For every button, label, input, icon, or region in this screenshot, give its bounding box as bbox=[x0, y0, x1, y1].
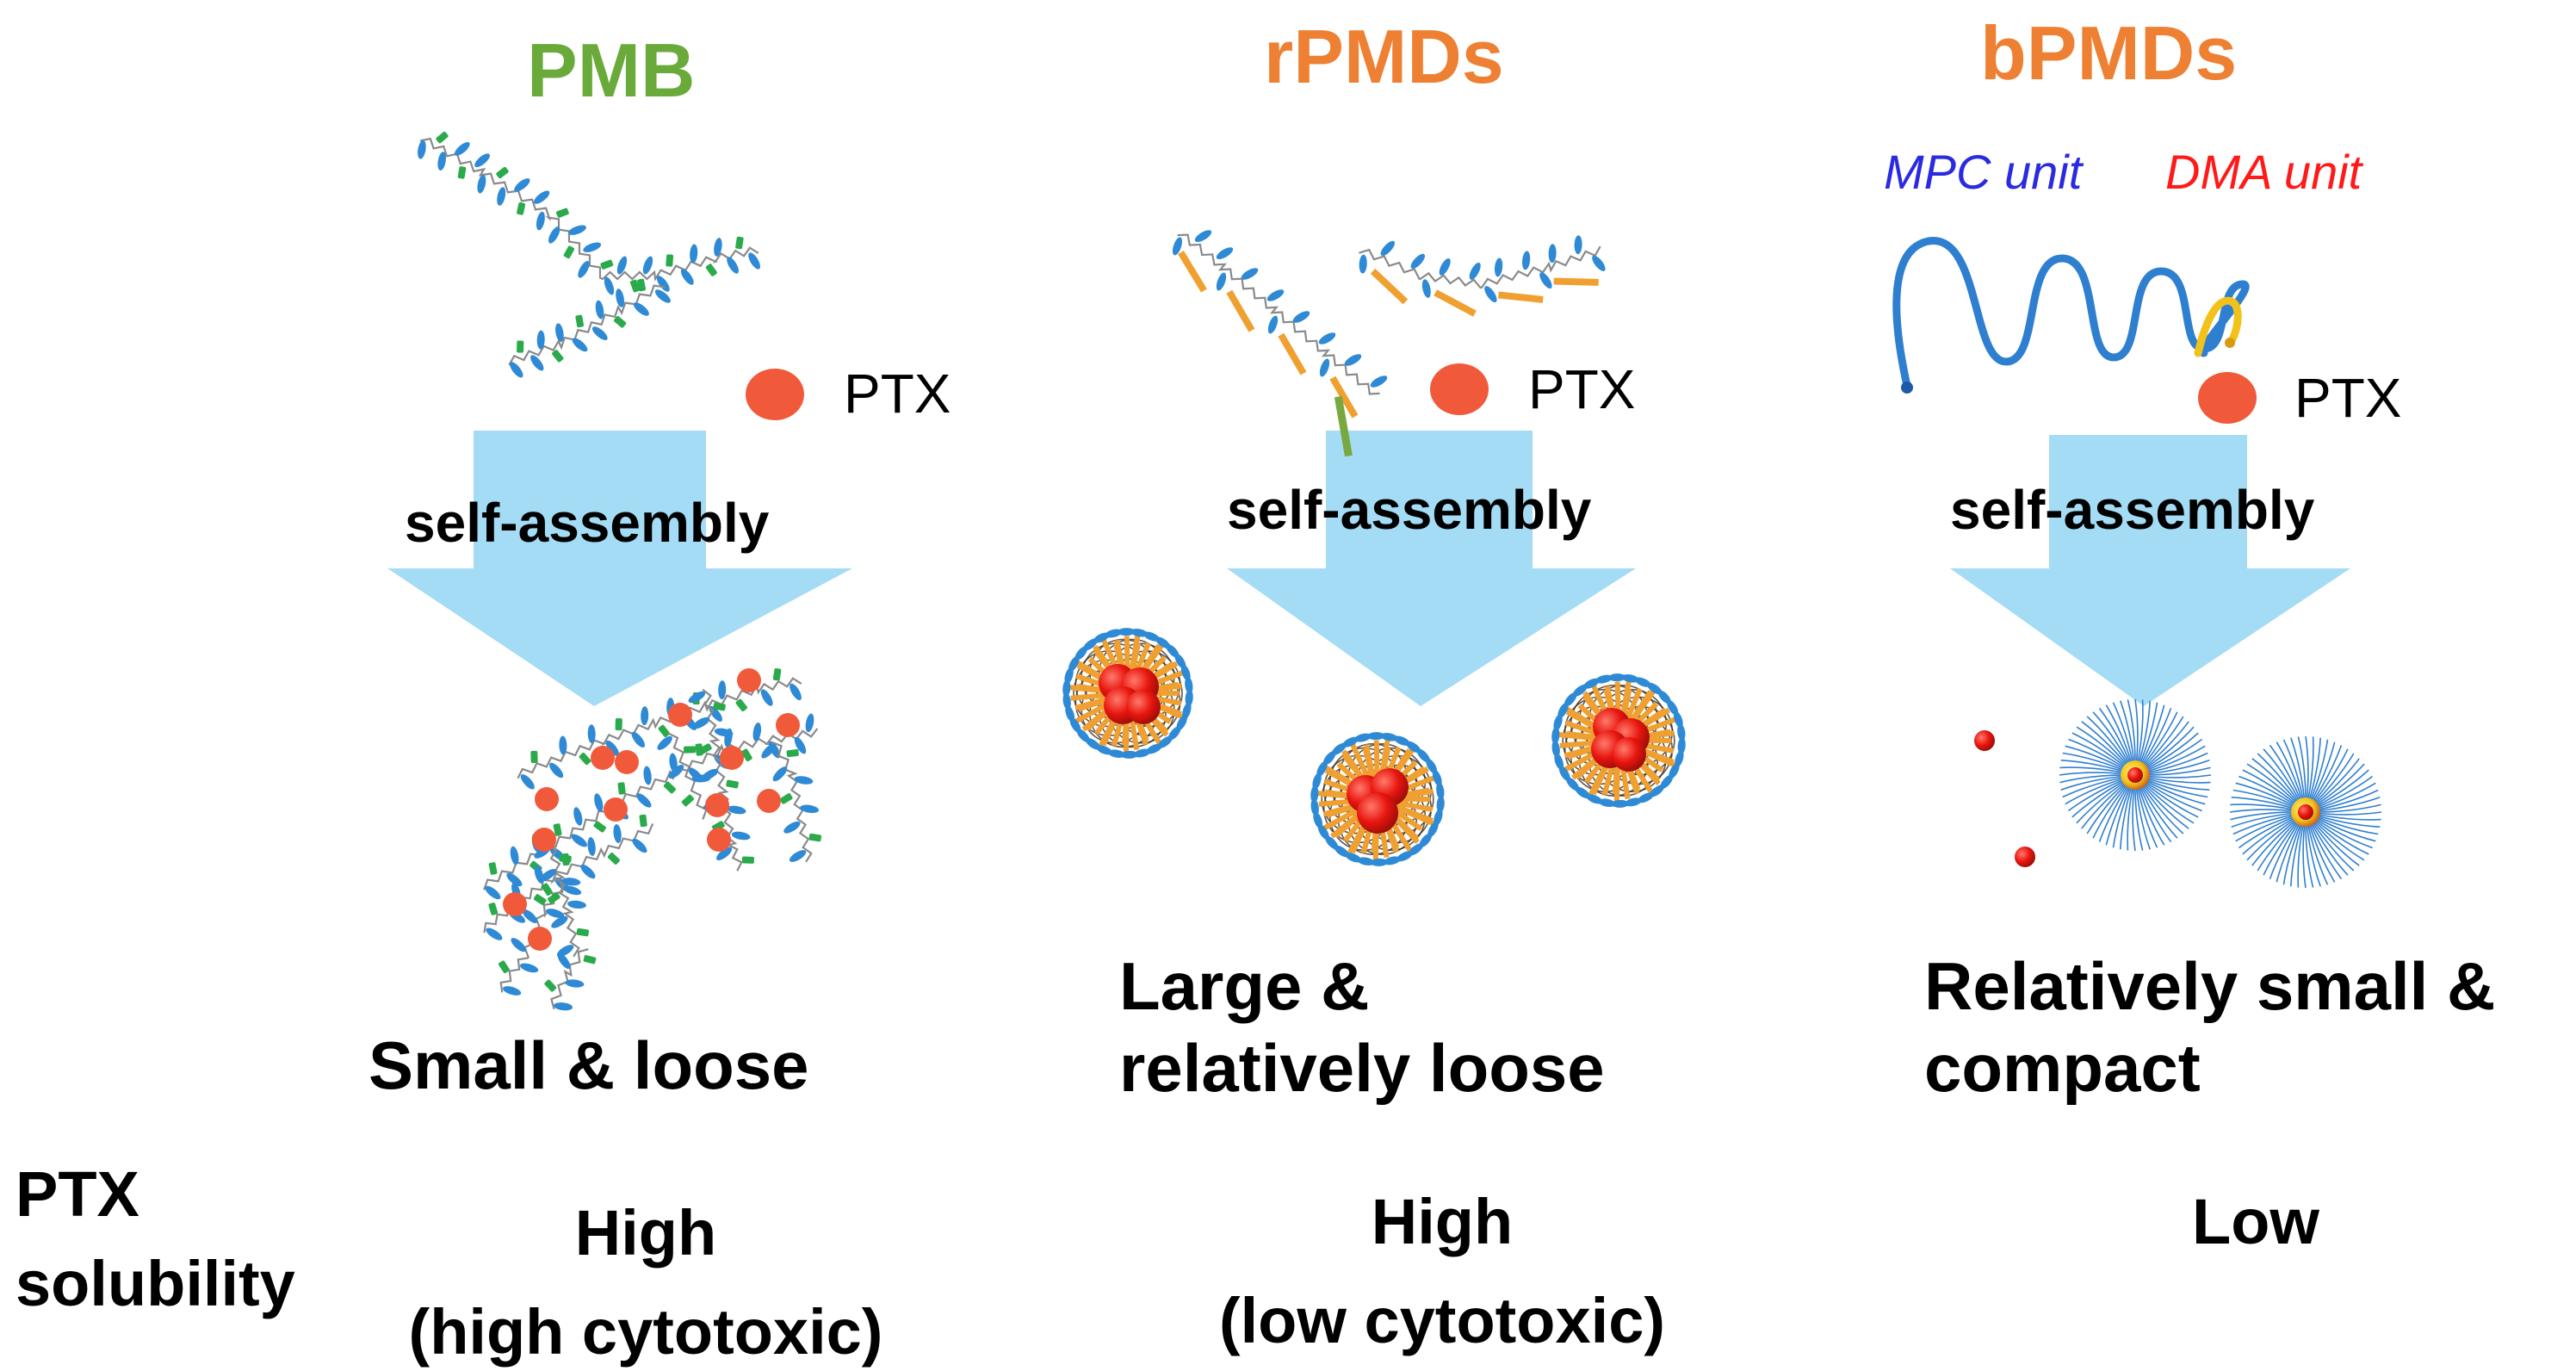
ptx-dot-bpmds bbox=[2198, 372, 2257, 424]
bpmd-micelle bbox=[2059, 698, 2212, 852]
self-assembly-arrow-rpmds bbox=[1227, 431, 1636, 706]
rpmds-polymer-chains bbox=[1170, 227, 1608, 457]
bpmd-micelle bbox=[2229, 735, 2382, 889]
ptx-dot-pmb bbox=[746, 369, 804, 420]
bpmds-micelles bbox=[2059, 698, 2382, 889]
outcome-rpmds: Large & relatively loose bbox=[1119, 946, 1605, 1109]
title-rpmds: rPMDs bbox=[1264, 14, 1504, 99]
ptx-dot-rpmds bbox=[1430, 363, 1489, 415]
solubility-row-label-line2: solubility bbox=[15, 1247, 295, 1319]
self-assembly-label-bpmds: self-assembly bbox=[1950, 479, 2315, 541]
bpmds-chain-end bbox=[1901, 382, 1913, 394]
solubility-row-label: PTX solubility bbox=[15, 1150, 295, 1328]
mpc-unit-label: MPC unit bbox=[1884, 145, 2083, 199]
solubility-bpmds-value: Low bbox=[2192, 1186, 2319, 1257]
bpmds-mpc-block bbox=[1892, 237, 2250, 390]
outcome-rpmds-line2: relatively loose bbox=[1119, 1030, 1605, 1107]
ptx-legend-label-pmb: PTX bbox=[844, 363, 951, 425]
rpmd-micelle bbox=[1310, 732, 1445, 866]
title-bpmds: bPMDs bbox=[1980, 10, 2238, 96]
outcome-bpmds-line1: Relatively small & bbox=[1924, 948, 2496, 1024]
rpmds-micelles bbox=[1062, 628, 1686, 866]
outcome-bpmds-line2: compact bbox=[1924, 1030, 2201, 1107]
solubility-row-label-line1: PTX bbox=[15, 1158, 139, 1230]
self-assembly-label-pmb: self-assembly bbox=[405, 492, 770, 554]
dma-unit-label: DMA unit bbox=[2165, 145, 2362, 199]
bpmds-dma-block bbox=[2194, 296, 2242, 357]
self-assembly-arrow-bpmds bbox=[1950, 435, 2350, 706]
free-ptx-particle bbox=[1974, 730, 1995, 751]
outcome-bpmds: Relatively small & compact bbox=[1924, 946, 2495, 1109]
bpmds-chain-end-dma bbox=[2225, 338, 2235, 348]
solubility-rpmds-note: (low cytotoxic) bbox=[1218, 1284, 1666, 1356]
self-assembly-arrow-pmb bbox=[387, 431, 852, 706]
solubility-pmb: High (high cytotoxic) bbox=[362, 1184, 930, 1371]
pmb-assembly-network bbox=[483, 667, 822, 1012]
rpmd-micelle bbox=[1062, 628, 1193, 759]
solubility-rpmds: High (low cytotoxic) bbox=[1167, 1173, 1718, 1370]
pmb-polymer-chain bbox=[416, 131, 763, 380]
solubility-rpmds-value: High bbox=[1371, 1186, 1514, 1257]
free-ptx-particle bbox=[2015, 847, 2035, 867]
solubility-pmb-note: (high cytotoxic) bbox=[408, 1295, 883, 1368]
self-assembly-label-rpmds: self-assembly bbox=[1227, 479, 1592, 541]
outcome-pmb: Small & loose bbox=[368, 1027, 809, 1103]
solubility-bpmds: Low bbox=[2144, 1173, 2368, 1272]
rpmd-micelle bbox=[1551, 673, 1686, 808]
title-pmb: PMB bbox=[527, 28, 696, 113]
ptx-legend-label-bpmds: PTX bbox=[2294, 367, 2402, 429]
ptx-legend-label-rpmds: PTX bbox=[1528, 358, 1636, 420]
solubility-pmb-value: High bbox=[574, 1197, 717, 1269]
outcome-rpmds-line1: Large & bbox=[1119, 948, 1370, 1024]
